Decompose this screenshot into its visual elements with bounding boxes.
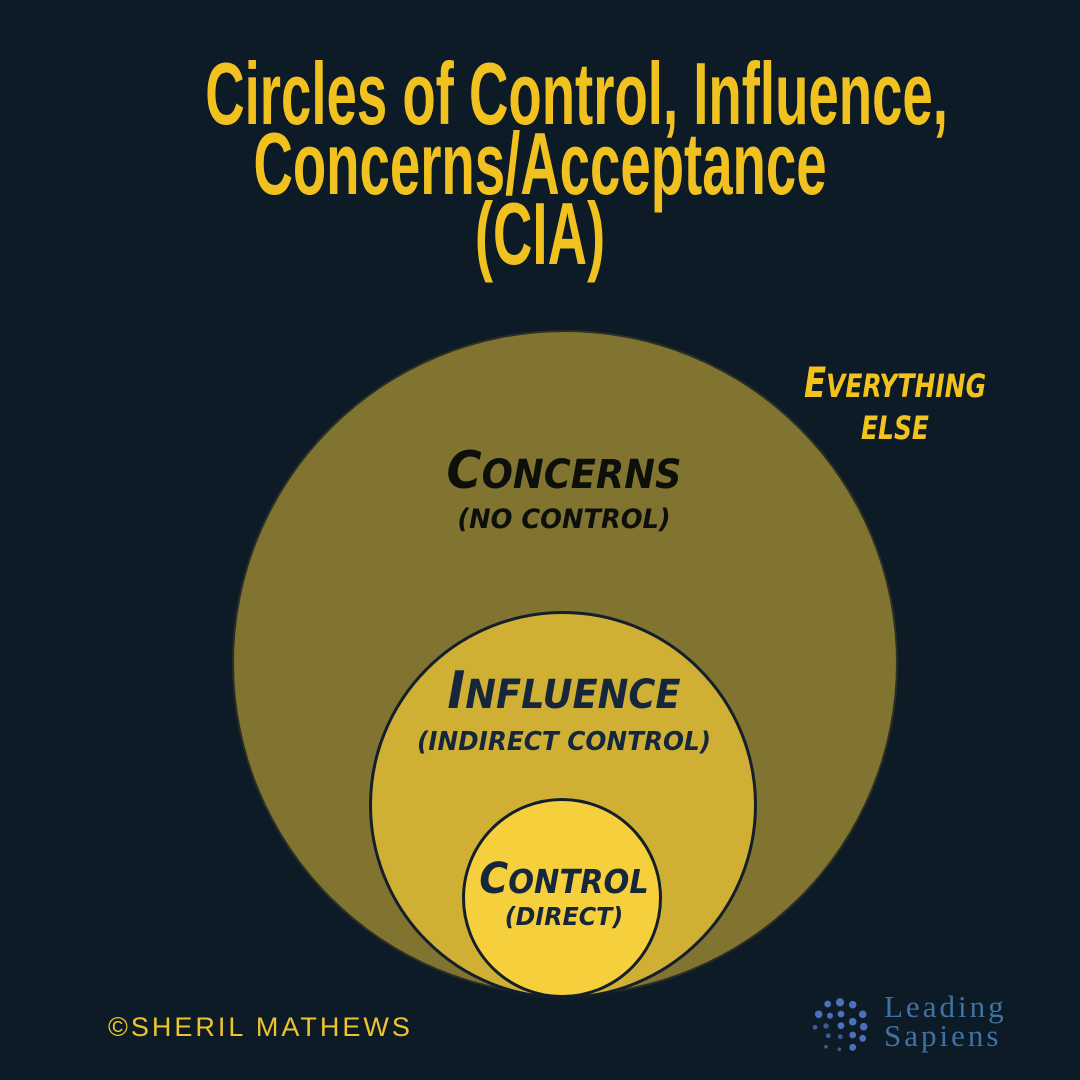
- influence-label: INFLUENCE: [447, 661, 681, 721]
- everything-else-label: EVERYTHING ELSE: [804, 362, 986, 449]
- concerns-label: CONCERNS: [446, 441, 682, 501]
- leading-sapiens-logo: Leading Sapiens: [806, 990, 1007, 1060]
- logo-line-1: Leading: [884, 989, 1007, 1024]
- logo-line-2: Sapiens: [884, 1018, 1002, 1053]
- influence-sublabel: (INDIRECT CONTROL): [416, 727, 712, 757]
- title-line-3: (CIA): [474, 184, 606, 283]
- copyright-text: ©SHERIL MATHEWS: [108, 1012, 413, 1042]
- control-sublabel: (DIRECT): [504, 902, 624, 931]
- page-title: Circles of Control, Influence, Concerns/…: [0, 44, 1080, 283]
- everything-else-line-2: ELSE: [861, 409, 929, 447]
- concerns-sublabel: (NO CONTROL): [457, 504, 671, 535]
- control-circle: [462, 798, 662, 998]
- leading-sapiens-wordmark: Leading Sapiens: [884, 989, 1007, 1053]
- title-line-2: Concerns/Acceptance: [253, 114, 827, 213]
- control-label: CONTROL: [479, 854, 649, 904]
- everything-else-line-1: EVERYTHING: [803, 358, 987, 407]
- leading-sapiens-logo-icon: [812, 998, 868, 1052]
- title-line-1: Circles of Control, Influence,: [205, 44, 948, 143]
